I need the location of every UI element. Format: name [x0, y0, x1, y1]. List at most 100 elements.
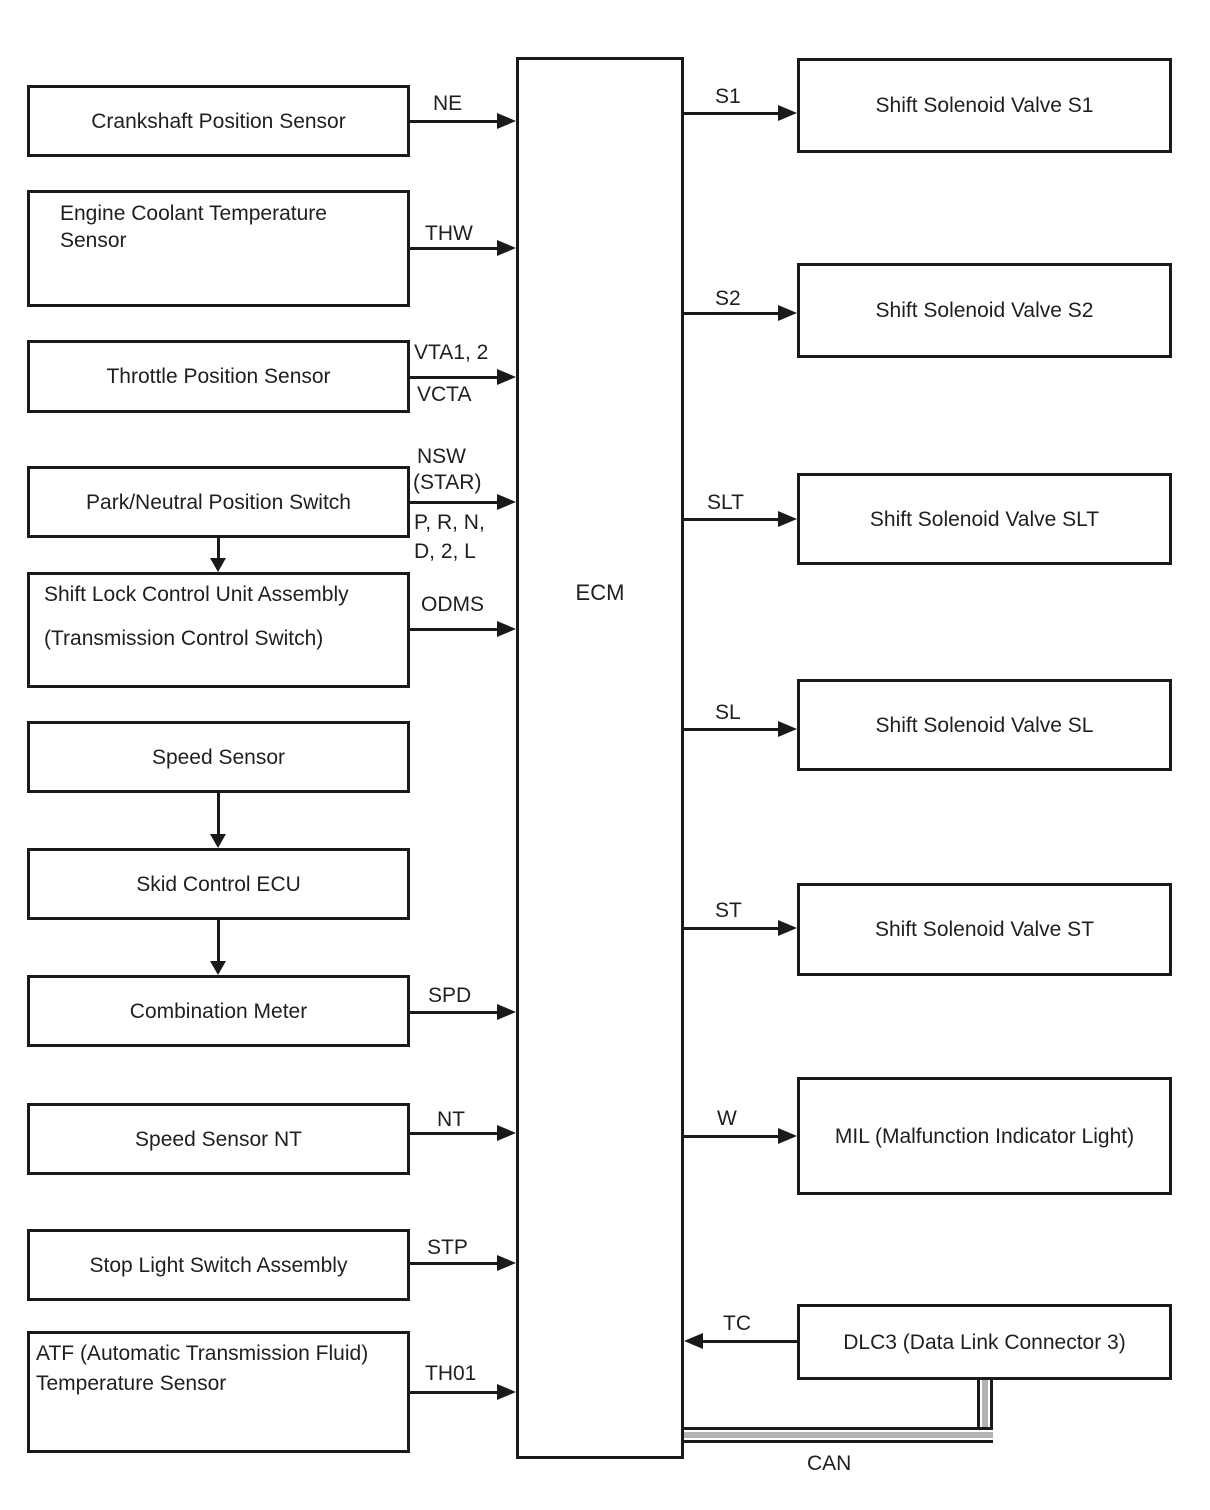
signal-star: (STAR)	[413, 471, 482, 494]
arrow-s1-head-icon	[778, 105, 797, 121]
arrow-stp-head-icon	[497, 1255, 516, 1271]
arrow-w-head-icon	[778, 1128, 797, 1144]
signal-d2l: D, 2, L	[414, 540, 476, 563]
arrow-odms-line	[410, 628, 497, 631]
arrow-tc-line	[703, 1340, 797, 1343]
connector-speed-to-skid-head-icon	[210, 834, 226, 848]
box-label: Shift Solenoid Valve S2	[875, 299, 1094, 322]
arrow-s2-line	[684, 312, 778, 315]
can-bus-label: CAN	[807, 1452, 852, 1475]
box-shift-lock-control-unit-assembly: Shift Lock Control Unit Assembly (Transm…	[27, 572, 410, 688]
box-label: Stop Light Switch Assembly	[89, 1253, 348, 1277]
box-label-line1: ATF (Automatic Transmission Fluid)	[36, 1342, 369, 1365]
signal-prn: P, R, N,	[414, 511, 485, 534]
can-bus-horizontal	[684, 1427, 993, 1443]
box-engine-coolant-temperature-sensor: Engine Coolant Temperature Sensor	[27, 190, 410, 307]
box-speed-sensor-nt: Speed Sensor NT	[27, 1103, 410, 1175]
arrow-ne-head-icon	[497, 113, 516, 129]
connector-park-to-shiftlock-line	[217, 538, 220, 558]
arrow-odms-head-icon	[497, 621, 516, 637]
box-shift-solenoid-valve-slt: Shift Solenoid Valve SLT	[797, 473, 1172, 565]
can-bus-stripe	[684, 1432, 993, 1438]
box-label-line1: Shift Lock Control Unit Assembly	[44, 583, 349, 606]
connector-speed-to-skid-line	[217, 793, 220, 834]
box-stop-light-switch-assembly: Stop Light Switch Assembly	[27, 1229, 410, 1301]
box-label: Throttle Position Sensor	[106, 365, 331, 388]
arrow-ne-line	[410, 120, 497, 123]
box-label: Park/Neutral Position Switch	[86, 490, 351, 514]
signal-stp: STP	[427, 1236, 468, 1259]
arrow-nt-head-icon	[497, 1125, 516, 1141]
box-label-line2: Sensor	[60, 229, 127, 252]
can-bus-stripe	[982, 1380, 988, 1427]
signal-spd: SPD	[428, 984, 472, 1007]
can-bus-vertical	[977, 1380, 993, 1427]
signal-s2: S2	[715, 287, 741, 310]
arrow-st-head-icon	[778, 920, 797, 936]
signal-thw: THW	[425, 222, 473, 245]
box-label: Shift Solenoid Valve ST	[874, 918, 1095, 941]
box-label: Crankshaft Position Sensor	[91, 109, 346, 133]
arrow-vta-line	[410, 376, 497, 379]
box-ecm	[516, 57, 684, 1459]
arrow-s2-head-icon	[778, 305, 797, 321]
signal-th01: TH01	[425, 1362, 477, 1385]
arrow-th01-head-icon	[497, 1384, 516, 1400]
signal-s1: S1	[715, 85, 741, 108]
arrow-th01-line	[410, 1391, 497, 1394]
box-label-line2: (Transmission Control Switch)	[44, 627, 324, 650]
box-label-line2: Temperature Sensor	[36, 1372, 227, 1395]
box-crankshaft-position-sensor: Crankshaft Position Sensor	[27, 85, 410, 157]
arrow-nsw-line	[410, 501, 497, 504]
signal-tc: TC	[723, 1312, 751, 1335]
box-throttle-position-sensor: Throttle Position Sensor	[27, 340, 410, 413]
connector-skid-to-meter-head-icon	[210, 961, 226, 975]
signal-w: W	[717, 1107, 737, 1130]
arrow-w-line	[684, 1135, 778, 1138]
arrow-vta-head-icon	[497, 369, 516, 385]
arrow-spd-line	[410, 1011, 497, 1014]
signal-st: ST	[715, 899, 742, 922]
arrow-spd-head-icon	[497, 1004, 516, 1020]
box-combination-meter: Combination Meter	[27, 975, 410, 1047]
box-label: Shift Solenoid Valve SL	[875, 713, 1094, 737]
box-label: DLC3 (Data Link Connector 3)	[843, 1330, 1126, 1354]
arrow-nsw-head-icon	[497, 494, 516, 510]
connector-park-to-shiftlock-head-icon	[210, 558, 226, 572]
signal-sl: SL	[715, 701, 741, 724]
arrow-stp-line	[410, 1262, 497, 1265]
box-shift-solenoid-valve-s2: Shift Solenoid Valve S2	[797, 263, 1172, 358]
box-label: Combination Meter	[129, 999, 308, 1023]
signal-vcta: VCTA	[417, 383, 472, 406]
arrow-s1-line	[684, 112, 778, 115]
signal-nsw: NSW	[417, 445, 466, 468]
arrow-nt-line	[410, 1132, 497, 1135]
connector-skid-to-meter-line	[217, 920, 220, 961]
box-shift-solenoid-valve-sl: Shift Solenoid Valve SL	[797, 679, 1172, 771]
arrow-slt-line	[684, 518, 778, 521]
box-atf-temperature-sensor: ATF (Automatic Transmission Fluid) Tempe…	[27, 1331, 410, 1453]
ecm-label: ECM	[575, 580, 625, 605]
arrow-tc-head-icon	[684, 1333, 703, 1349]
arrow-thw-line	[410, 247, 497, 250]
box-mil-malfunction-indicator-light: MIL (Malfunction Indicator Light)	[797, 1077, 1172, 1195]
box-speed-sensor: Speed Sensor	[27, 721, 410, 793]
box-park-neutral-position-switch: Park/Neutral Position Switch	[27, 466, 410, 538]
arrow-sl-head-icon	[778, 721, 797, 737]
arrow-thw-head-icon	[497, 240, 516, 256]
signal-slt: SLT	[707, 491, 744, 514]
signal-odms: ODMS	[421, 593, 484, 616]
box-label: MIL (Malfunction Indicator Light)	[834, 1124, 1135, 1148]
arrow-st-line	[684, 927, 778, 930]
signal-vta: VTA1, 2	[414, 341, 489, 364]
signal-ne: NE	[433, 92, 463, 115]
box-label: Speed Sensor	[151, 745, 286, 769]
box-label: Shift Solenoid Valve S1	[875, 94, 1094, 117]
box-label-line1: Engine Coolant Temperature	[60, 202, 327, 225]
arrow-slt-head-icon	[778, 511, 797, 527]
signal-nt: NT	[437, 1108, 465, 1131]
box-shift-solenoid-valve-s1: Shift Solenoid Valve S1	[797, 58, 1172, 153]
box-dlc3-data-link-connector-3: DLC3 (Data Link Connector 3)	[797, 1304, 1172, 1380]
box-label: Shift Solenoid Valve SLT	[869, 507, 1100, 531]
